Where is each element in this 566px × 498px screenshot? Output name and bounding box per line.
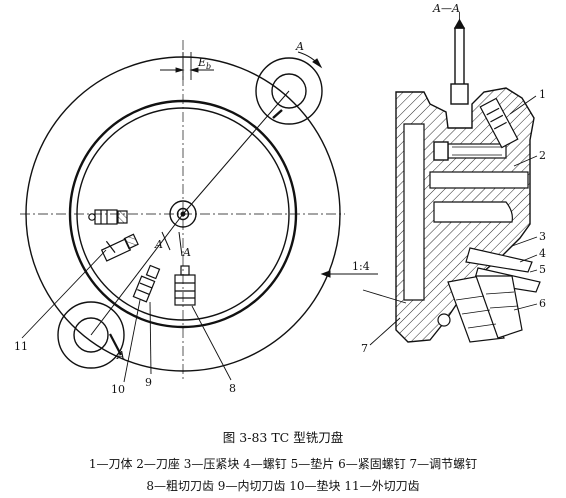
part-label-3: 3 (539, 230, 546, 243)
centre-bore (176, 207, 190, 221)
cutter-head-drawing: A—A E b A A A A 1:4 1 2 3 4 5 6 7 8 9 10… (14, 2, 546, 396)
cutter-body-groove (68, 99, 298, 329)
top-pin (450, 12, 469, 105)
middle-slot (433, 201, 513, 223)
section-marker (109, 231, 183, 356)
section-leader-lines (362, 95, 538, 346)
figure-legend-line-1: 1—刀体 2—刀座 3—压紧块 4—螺钉 5—垫片 6—紧固螺钉 7—调节螺钉 (88, 457, 478, 471)
lug-upper-right (255, 57, 323, 125)
part-label-10: 10 (111, 383, 125, 396)
section-title: A—A (432, 2, 460, 15)
cutter-teeth (437, 247, 541, 343)
offset-subscript: b (206, 62, 211, 71)
blade-slot-10 (100, 233, 139, 262)
part-label-1: 1 (539, 88, 546, 101)
offset-symbol: E (197, 56, 206, 69)
cutter-body-inner (76, 107, 290, 321)
part-label-6: 6 (539, 297, 546, 310)
part-label-9: 9 (145, 376, 152, 389)
figure-legend-line-2: 8—粗切刀齿 9—内切刀齿 10—垫块 11—外切刀齿 (146, 479, 420, 493)
part-label-4: 4 (539, 247, 546, 260)
blade-slot-11 (88, 209, 128, 225)
section-mark-ll: A (116, 349, 125, 362)
section-view (320, 12, 541, 346)
section-mark-a2: A (182, 246, 191, 259)
part-label-2: 2 (539, 149, 546, 162)
offset-dimension (160, 52, 214, 80)
part-label-7: 7 (361, 342, 368, 355)
figure-caption: 图 3-83 TC 型铣刀盘 (222, 430, 344, 445)
slope-ratio: 1:4 (352, 260, 370, 273)
lug-lower-left (57, 301, 125, 369)
part-label-11: 11 (14, 340, 28, 353)
bolt-2-head (433, 141, 449, 161)
locating-face (429, 171, 529, 189)
plan-view (20, 40, 345, 383)
rotation-arrow (297, 51, 323, 69)
section-mark-a1: A (154, 238, 163, 251)
part-label-8: 8 (229, 382, 236, 395)
centre-boss (169, 200, 197, 228)
leader-lines (21, 249, 232, 383)
pocket-bolt-2 (447, 143, 507, 159)
slope-arrow (320, 270, 378, 278)
blade-slot-8 (174, 265, 196, 306)
blade-slot-9 (132, 264, 161, 303)
text-labels: A—A E b A A A A 1:4 1 2 3 4 5 6 7 8 9 10… (14, 2, 546, 396)
bolt-1 (479, 97, 519, 149)
part-label-5: 5 (539, 263, 546, 276)
section-mark-ur: A (295, 40, 304, 53)
inner-cavity (403, 123, 425, 301)
